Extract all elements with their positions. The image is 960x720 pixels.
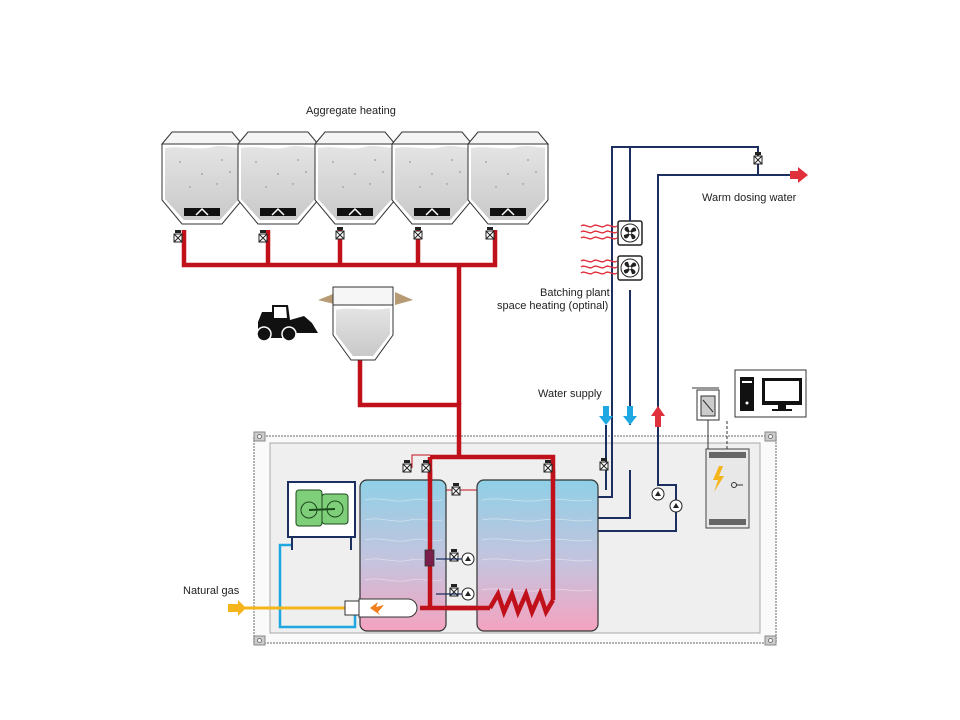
burner-icon	[344, 598, 418, 618]
aggregate-bins	[161, 131, 549, 225]
valve-icon	[451, 482, 461, 496]
space-heating-label-line2: space heating (optinal)	[497, 300, 609, 312]
bin-valves	[173, 226, 495, 243]
pump-icon	[669, 499, 683, 513]
control-cabinet-icon	[705, 419, 750, 529]
bin-icon	[314, 131, 396, 225]
valve-icon	[258, 229, 268, 243]
navy-pipes	[598, 146, 790, 532]
storage-tank-right	[476, 479, 599, 632]
arrow-icon	[623, 406, 637, 425]
valve-icon	[753, 151, 763, 165]
valve-icon	[173, 229, 183, 243]
computer-icon	[734, 369, 807, 418]
valve-icon	[485, 226, 495, 240]
water-supply-label: Water supply	[538, 388, 602, 400]
sensor-icon	[692, 387, 720, 421]
generator-icon	[287, 481, 356, 550]
space-heating-fans	[580, 147, 643, 281]
arrow-icon	[599, 406, 613, 425]
storage-tank-left	[359, 479, 447, 632]
arrow-icon	[790, 167, 808, 183]
valve-icon	[402, 459, 412, 473]
pump-icon	[461, 552, 475, 566]
fan-icon	[617, 255, 643, 281]
heat-exchanger-icon	[424, 549, 435, 567]
valve-icon	[413, 226, 423, 240]
bin-icon	[391, 131, 473, 225]
aggregate-heating-label: Aggregate heating	[306, 105, 396, 117]
tank-pipes	[420, 470, 556, 619]
bin-icon	[467, 131, 549, 225]
feed-hopper	[318, 286, 413, 361]
space-heating-label-line1: Batching plant	[540, 287, 610, 299]
valve-icon	[599, 457, 609, 471]
arrow-icon	[651, 406, 665, 427]
cold-water-pipe	[278, 543, 357, 629]
loader-icon	[256, 305, 318, 342]
pump-icon	[651, 487, 665, 501]
natural-gas-label: Natural gas	[183, 585, 240, 597]
valve-icon	[421, 459, 431, 473]
pumps	[436, 487, 683, 601]
gas-arrow-icon	[228, 600, 246, 616]
flow-arrows	[599, 167, 808, 427]
pump-icon	[461, 587, 475, 601]
fan-icon	[617, 220, 643, 246]
valve-icon	[335, 226, 345, 240]
warm-dosing-water-label: Warm dosing water	[702, 192, 797, 204]
valve-icon	[543, 459, 553, 473]
bin-icon	[237, 131, 319, 225]
bin-icon	[161, 131, 243, 225]
gas-pipe	[228, 600, 345, 616]
